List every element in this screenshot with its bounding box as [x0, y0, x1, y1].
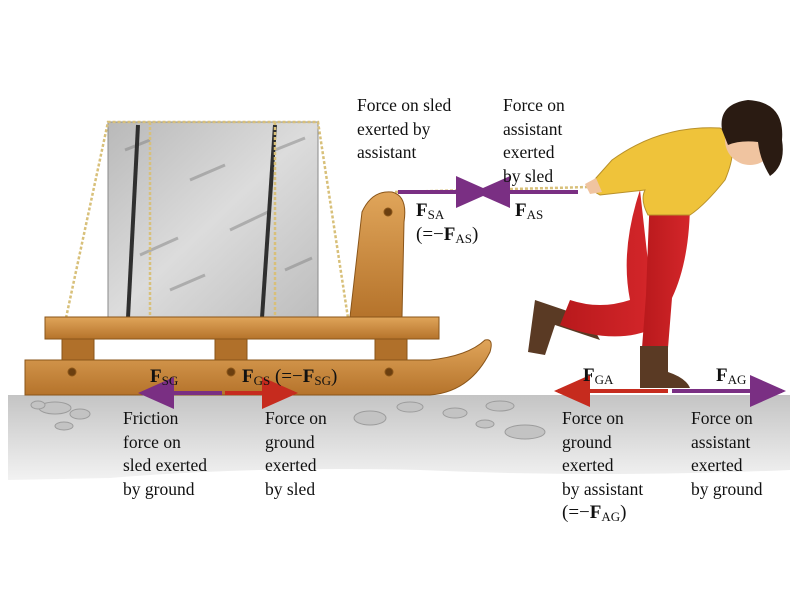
label-f-gs: FGS (=−FSG) — [242, 366, 338, 388]
force-arrows — [138, 176, 786, 409]
label-f-as: FAS — [515, 200, 544, 222]
label-f-ga-equality: (=−FAG) — [562, 502, 627, 524]
caption-force-on-assistant-by-ground: Force on assistant exerted by ground — [691, 408, 763, 499]
caption-force-on-assistant-by-sled: Force on assistant exerted by sled — [503, 95, 565, 186]
caption-friction-on-sled: Friction force on sled exerted by ground — [123, 408, 208, 499]
caption-force-on-ground-by-assistant: Force on ground exerted by assistant — [562, 408, 644, 499]
assistant-figure — [528, 100, 783, 388]
label-f-ag: FAG — [716, 365, 747, 387]
label-f-sa: FSA — [416, 200, 445, 222]
ice-block — [107, 121, 319, 321]
caption-force-on-ground-by-sled: Force on ground exerted by sled — [265, 408, 327, 499]
ground-surface — [8, 395, 790, 480]
caption-force-on-sled-by-assistant: Force on sled exerted by assistant — [357, 95, 452, 162]
sled — [24, 191, 492, 396]
label-f-sg: FSG — [150, 366, 179, 388]
label-f-sa-equality: (=−FAS) — [416, 224, 479, 246]
label-f-ga: FGA — [583, 365, 614, 387]
